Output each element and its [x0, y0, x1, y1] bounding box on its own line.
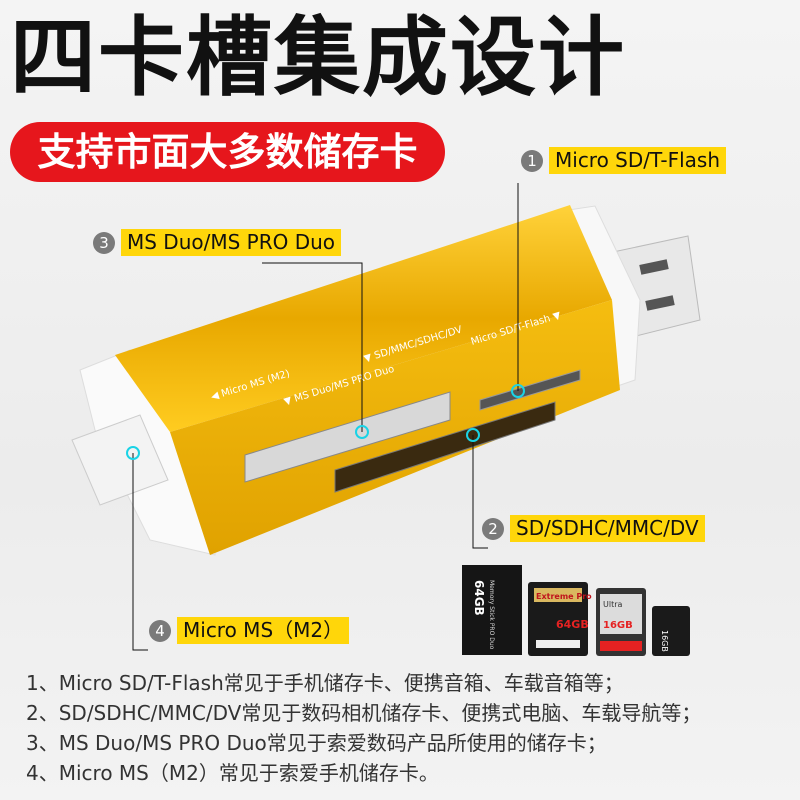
micro-sd-card: 16GB	[652, 606, 690, 656]
callout-label: MS Duo/MS PRO Duo	[121, 229, 342, 256]
callout-label: Micro SD/T-Flash	[549, 147, 727, 174]
svg-text:16GB: 16GB	[603, 620, 633, 631]
callout-number: 3	[93, 231, 115, 254]
ultra-sd-card: Ultra 16GB	[596, 588, 646, 656]
leader-lines	[132, 183, 519, 651]
svg-text:Memory Stick PRO Duo: Memory Stick PRO Duo	[488, 580, 495, 650]
callout-number: 2	[482, 517, 504, 540]
callout-sd: 2 SD/SDHC/MMC/DV	[482, 515, 705, 542]
callout-number: 4	[149, 619, 171, 642]
ms-duo-slot	[244, 391, 451, 483]
svg-text:Ultra: Ultra	[603, 600, 623, 609]
marker-sd	[466, 428, 480, 442]
micro-sd-slot	[479, 369, 581, 411]
note-line: 3、MS Duo/MS PRO Duo常见于索爱数码产品所使用的储存卡；	[26, 731, 607, 755]
marker-ms-duo	[355, 425, 369, 439]
callout-label: SD/SDHC/MMC/DV	[510, 515, 705, 542]
callout-ms-duo: 3 MS Duo/MS PRO Duo	[93, 229, 342, 256]
sd-slot	[334, 401, 556, 493]
ms-pro-duo-card: 64GB Memory Stick PRO Duo	[462, 565, 522, 655]
subtitle-badge: 支持市面大多数储存卡	[10, 122, 445, 182]
svg-text:Extreme Pro: Extreme Pro	[536, 592, 592, 601]
page-title: 四卡槽集成设计	[10, 8, 626, 108]
callout-micro-ms: 4 Micro MS（M2）	[149, 617, 350, 644]
extreme-pro-sd-card: Extreme Pro 64GB	[528, 582, 592, 656]
note-line: 1、Micro SD/T-Flash常见于手机储存卡、便携音箱、车载音箱等；	[26, 671, 624, 695]
usage-notes: 1、Micro SD/T-Flash常见于手机储存卡、便携音箱、车载音箱等； 2…	[26, 668, 701, 788]
svg-text:64GB: 64GB	[556, 618, 589, 631]
callout-micro-sd: 1 Micro SD/T-Flash	[521, 147, 727, 174]
lanyard-loop	[71, 414, 169, 506]
slot-markers	[126, 384, 525, 460]
marker-micro-ms	[126, 446, 140, 460]
note-line: 2、SD/SDHC/MMC/DV常见于数码相机储存卡、便携式电脑、车载导航等；	[26, 701, 702, 725]
body-top	[115, 205, 612, 432]
callout-number: 1	[521, 149, 543, 172]
svg-text:64GB: 64GB	[472, 580, 486, 616]
callout-label: Micro MS（M2）	[177, 617, 350, 644]
marker-micro-sd	[511, 384, 525, 398]
note-line: 4、Micro MS（M2）常见于索爱手机储存卡。	[26, 761, 439, 785]
svg-text:16GB: 16GB	[660, 630, 669, 652]
